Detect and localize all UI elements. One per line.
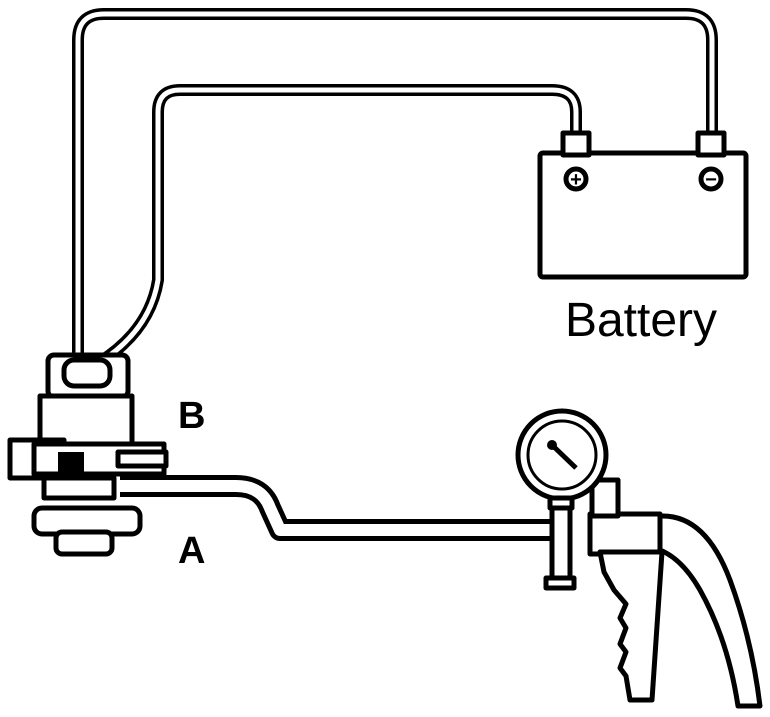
hand-vacuum-pump-icon: [543, 477, 763, 709]
wire-positive: [94, 84, 582, 368]
port-b-label: B: [178, 395, 205, 437]
vacuum-hose: [120, 475, 560, 541]
battery-terminal-negative: −: [705, 169, 717, 191]
battery-label: Battery: [565, 294, 717, 347]
battery-terminal-positive: +: [570, 169, 582, 191]
wire-negative: [72, 8, 718, 371]
vacuum-gauge-icon: [515, 408, 609, 511]
vacuum-switching-valve-icon: [7, 352, 169, 557]
battery-icon: [537, 130, 749, 280]
port-a-label: A: [178, 530, 205, 572]
